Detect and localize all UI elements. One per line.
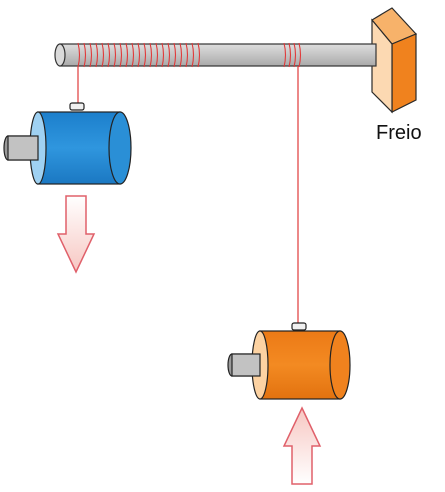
down-arrow-icon	[56, 195, 96, 274]
left-coil	[77, 42, 201, 68]
brake-label: Freio	[376, 122, 422, 144]
right-coil	[283, 42, 302, 68]
brake-block	[371, 7, 418, 114]
blue-cylinder-icon	[3, 102, 132, 185]
up-arrow-icon	[282, 406, 322, 485]
orange-cylinder-icon	[227, 322, 351, 400]
